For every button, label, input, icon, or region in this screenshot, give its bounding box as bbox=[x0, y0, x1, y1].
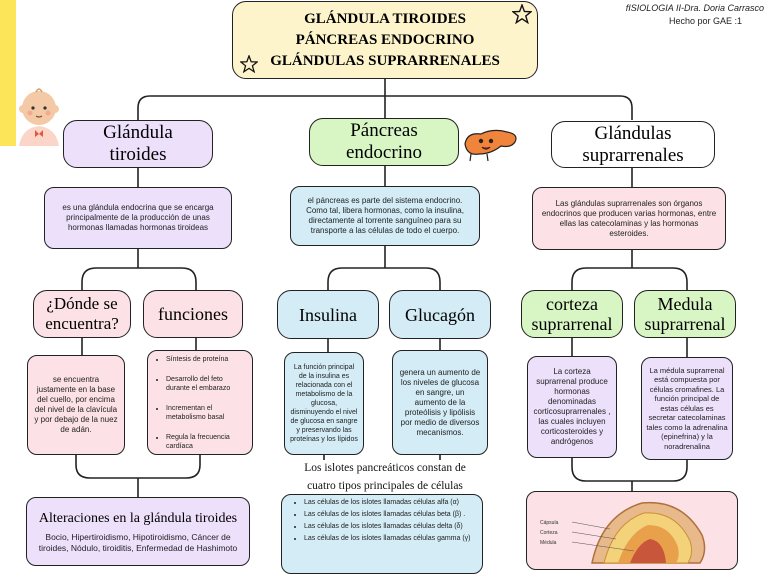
alterations-box: Alteraciones en la glándula tiroides Boc… bbox=[26, 497, 250, 566]
function-item: Regula la frecuencia cardíaca bbox=[166, 433, 246, 451]
baby-icon bbox=[14, 82, 64, 155]
tiroides-description-box: es una glándula endocrina que se encarga… bbox=[44, 187, 232, 249]
pancreas-title-line-1: Páncreas bbox=[350, 120, 418, 141]
decorative-strip bbox=[0, 0, 16, 146]
header-line-2: PÁNCREAS ENDOCRINO bbox=[295, 31, 475, 48]
header-line-1: GLÁNDULA TIROIDES bbox=[304, 10, 466, 27]
suprarrenales-description: Las glándulas suprarrenales son órganos … bbox=[541, 198, 717, 238]
alterations-text: Bocio, Hipertiroidismo, Hipotiroidismo, … bbox=[38, 531, 238, 553]
tiroides-title-box: Glándula tiroides bbox=[63, 120, 213, 168]
medula-text-box: La médula suprarrenal está compuesta por… bbox=[641, 357, 733, 460]
suprarrenales-title-box: Glándulas suprarrenales bbox=[551, 121, 715, 168]
adrenal-cross-section-image: Cápsula Corteza Médula bbox=[540, 501, 706, 564]
pancreas-icon bbox=[461, 124, 521, 169]
where-text-box: se encuentra justamente en la base del c… bbox=[27, 355, 125, 455]
medula-title-line-2: suprarrenal bbox=[644, 314, 726, 334]
function-item: Síntesis de proteína bbox=[166, 355, 246, 364]
islet-cell-item: Las células de los islotes llamadas célu… bbox=[304, 522, 471, 531]
image-label: Corteza bbox=[540, 530, 558, 536]
functions-title-box: funciones bbox=[143, 290, 243, 338]
suprarrenales-title-line-2: suprarrenales bbox=[582, 144, 684, 166]
image-label: Cápsula bbox=[540, 520, 559, 526]
suprarrenales-title-line-1: Glándulas bbox=[594, 122, 672, 144]
islets-caption: Los islotes pancreáticos constan de cuat… bbox=[280, 459, 490, 495]
glucagon-text: genera un aumento de los niveles de gluc… bbox=[399, 367, 481, 437]
credit: fISIOLOGIA II-Dra. Doria Carrasco Hecho … bbox=[560, 2, 764, 28]
islet-cells-list: Las células de los islotes llamadas célu… bbox=[288, 498, 471, 546]
functions-list: Síntesis de proteína Desarrollo del feto… bbox=[154, 355, 246, 454]
functions-list-box: Síntesis de proteína Desarrollo del feto… bbox=[147, 350, 253, 455]
star-icon bbox=[511, 2, 533, 29]
medula-text: La médula suprarrenal está compuesta por… bbox=[646, 365, 728, 451]
islets-caption-line-2: cuatro tipos principales de células bbox=[307, 480, 463, 492]
credit-line-2: Hecho por GAE :1 bbox=[668, 16, 742, 26]
function-item: Desarrollo del feto durante el embarazo bbox=[166, 375, 246, 393]
islet-cell-item: Las células de los islotes llamadas célu… bbox=[304, 510, 471, 519]
glucagon-text-box: genera un aumento de los niveles de gluc… bbox=[392, 350, 488, 455]
function-item: Incrementan el metabolismo basal bbox=[166, 404, 246, 422]
islets-caption-line-1: Los islotes pancreáticos constan de bbox=[304, 462, 466, 474]
where-title: ¿Dónde se encuentra? bbox=[45, 294, 119, 333]
functions-title: funciones bbox=[158, 304, 228, 324]
header-title-box: GLÁNDULA TIROIDES PÁNCREAS ENDOCRINO GLÁ… bbox=[232, 1, 538, 79]
where-title-box: ¿Dónde se encuentra? bbox=[33, 290, 131, 338]
where-text: se encuentra justamente en la base del c… bbox=[34, 375, 118, 434]
suprarrenales-description-box: Las glándulas suprarrenales son órganos … bbox=[532, 187, 726, 250]
corteza-title-box: corteza suprarrenal bbox=[521, 290, 623, 338]
pancreas-title-line-2: endocrino bbox=[346, 142, 422, 163]
insulina-title: Insulina bbox=[299, 304, 357, 325]
tiroides-description: es una glándula endocrina que se encarga… bbox=[62, 203, 214, 232]
islet-cell-item: Las células de los islotes llamadas célu… bbox=[304, 498, 471, 507]
insulina-text-box: La función principal de la insulina es r… bbox=[284, 352, 364, 455]
tiroides-title-line-1: Glándula bbox=[103, 122, 173, 143]
glucagon-title: Glucagón bbox=[405, 304, 475, 325]
islet-cell-item: Las células de los islotes llamadas célu… bbox=[304, 534, 471, 543]
islet-cells-box: Las células de los islotes llamadas célu… bbox=[281, 494, 483, 574]
credit-line-1: fISIOLOGIA II-Dra. Doria Carrasco bbox=[625, 3, 764, 13]
star-icon bbox=[239, 54, 259, 78]
alterations-title: Alteraciones en la glándula tiroides bbox=[38, 510, 238, 526]
corteza-title-line-2: suprarrenal bbox=[531, 314, 613, 334]
insulina-title-box: Insulina bbox=[277, 290, 379, 339]
image-label: Médula bbox=[540, 540, 557, 546]
medula-title-line-1: Medula bbox=[657, 294, 713, 314]
corteza-text-box: La corteza suprarrenal produce hormonas … bbox=[527, 356, 617, 458]
adrenal-image-box: Cápsula Corteza Médula bbox=[526, 491, 738, 570]
corteza-text: La corteza suprarrenal produce hormonas … bbox=[533, 367, 611, 446]
corteza-title-line-1: corteza bbox=[546, 294, 598, 314]
tiroides-title-line-2: tiroides bbox=[109, 144, 167, 165]
insulina-text: La función principal de la insulina es r… bbox=[290, 364, 358, 443]
pancreas-description-box: el páncreas es parte del sistema endocri… bbox=[290, 186, 480, 246]
pancreas-title-box: Páncreas endocrino bbox=[309, 118, 459, 166]
medula-title-box: Medula suprarrenal bbox=[634, 290, 736, 338]
pancreas-description: el páncreas es parte del sistema endocri… bbox=[306, 196, 464, 235]
glucagon-title-box: Glucagón bbox=[389, 290, 491, 339]
header-line-3: GLÁNDULAS SUPRARRENALES bbox=[270, 52, 500, 69]
